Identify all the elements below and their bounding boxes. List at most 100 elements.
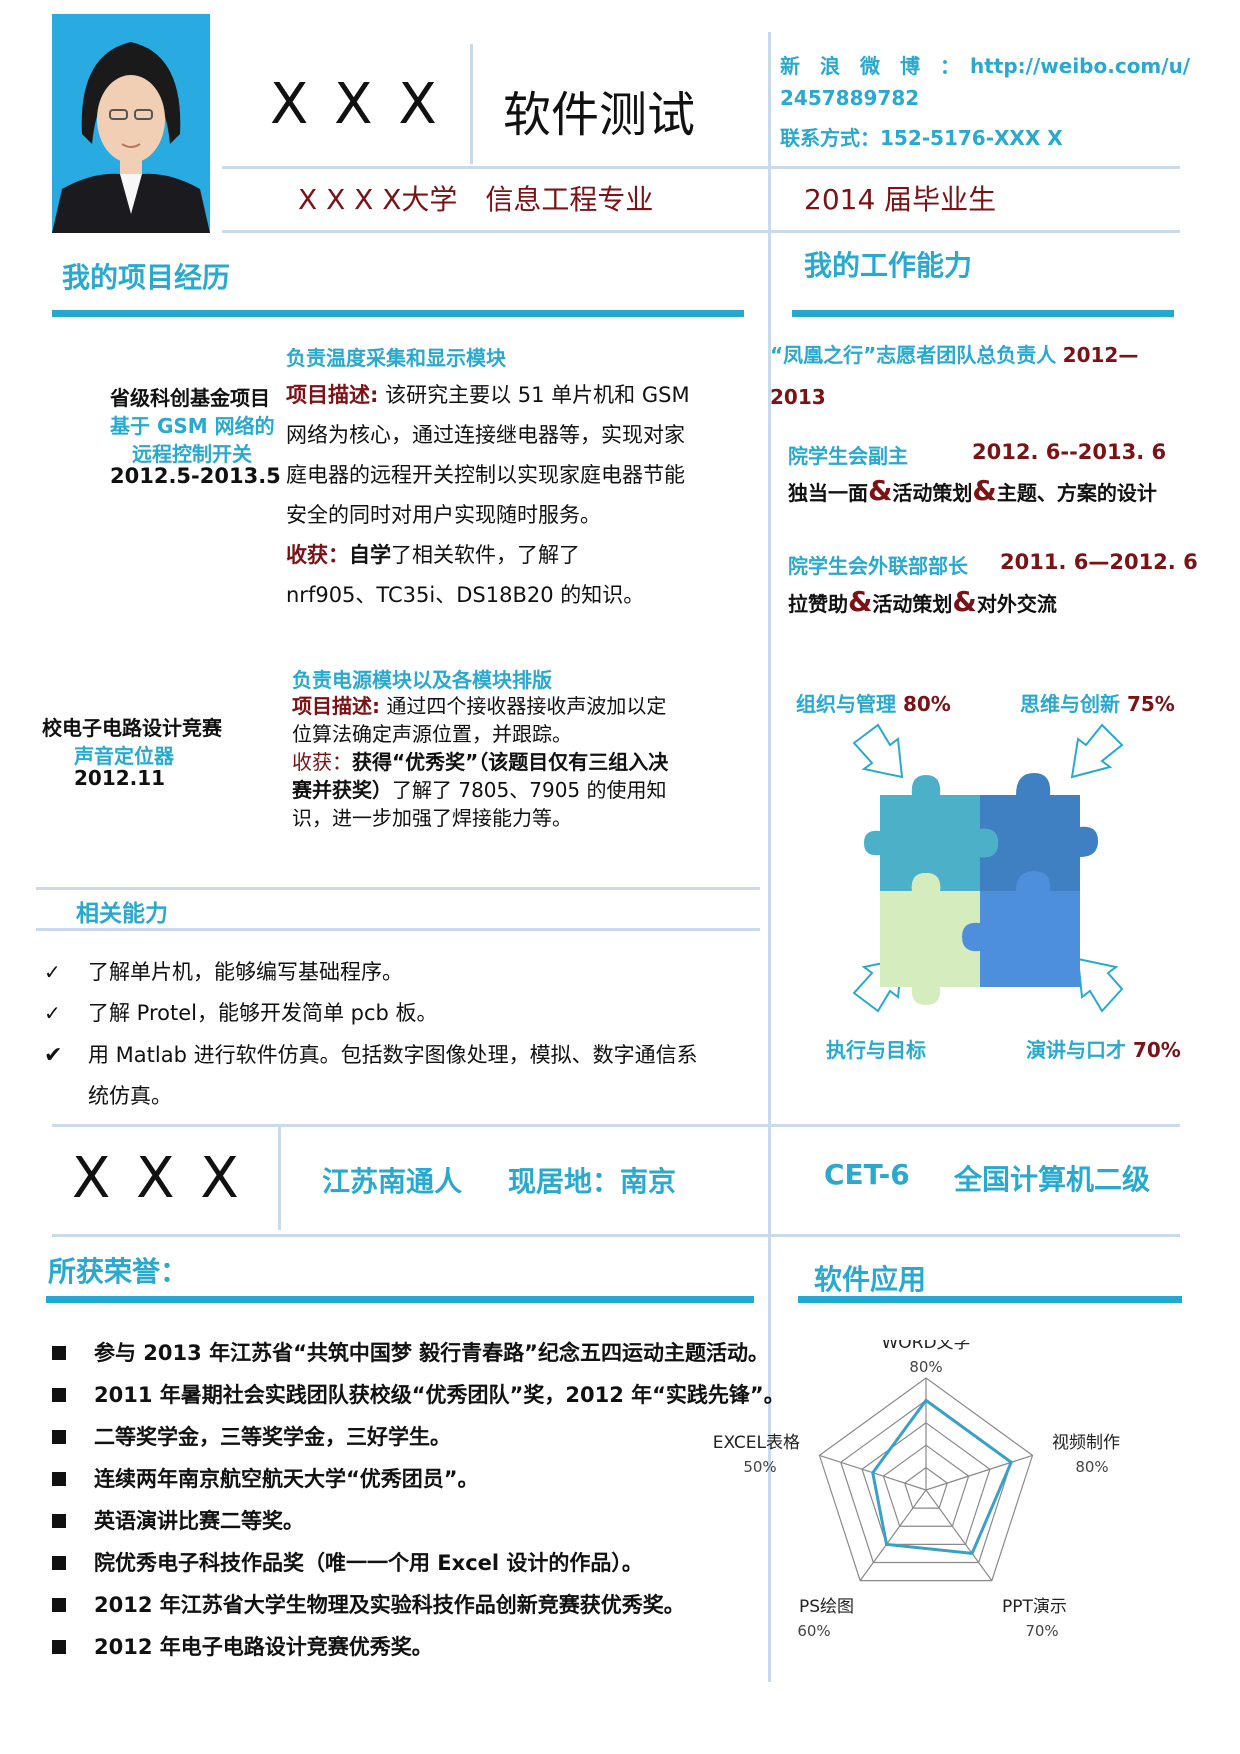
honor-text: 2012 年江苏省大学生物理及实验科技作品创新竞赛获优秀奖。 xyxy=(94,1593,685,1617)
bullet-square-icon xyxy=(52,1388,66,1402)
p2-gain-line: 识，进一步加强了焊接能力等。 xyxy=(292,806,572,830)
check-icon: ✓ xyxy=(44,1001,61,1025)
radar-category-label: 视频制作 xyxy=(1052,1433,1120,1453)
p1-name1: 省级科创基金项目 xyxy=(110,386,270,410)
work-item2-date: 2012. 6--2013. 6 xyxy=(972,440,1167,464)
p1-gain-line: nrf905、TC35i、DS18B20 的知识。 xyxy=(286,583,645,607)
p2-name1: 校电子电路设计竞赛 xyxy=(42,716,222,740)
honor-item: 2012 年江苏省大学生物理及实验科技作品创新竞赛获优秀奖。 xyxy=(52,1584,774,1626)
software-title: 软件应用 xyxy=(814,1263,927,1296)
skill-item: 用 Matlab 进行软件仿真。包括数字图像处理，模拟、数字通信系 xyxy=(88,1043,698,1067)
honor-item: 英语演讲比赛二等奖。 xyxy=(52,1500,774,1542)
origin: 江苏南通人 xyxy=(322,1165,463,1198)
desc-part: 对外交流 xyxy=(976,592,1057,616)
puzzle-label-bl: 执行与目标 xyxy=(826,1038,926,1062)
divider xyxy=(36,887,760,890)
radar-value-label: 50% xyxy=(743,1458,776,1476)
honor-item: 二等奖学金，三等奖学金，三好学生。 xyxy=(52,1416,774,1458)
column-divider xyxy=(768,32,771,1682)
p1-gain-label: 收获： xyxy=(286,543,349,567)
divider xyxy=(278,1124,281,1230)
weibo-line: 新 浪 微 博 ： http://weibo.com/u/ xyxy=(780,54,1191,78)
honors-list: 参与 2013 年江苏省“共筑中国梦 毅行青春路”纪念五四运动主题活动。 201… xyxy=(52,1332,785,1668)
p1-gain-bold: 自学 xyxy=(349,543,391,567)
puzzle-piece-bl xyxy=(880,873,980,1005)
skills-title: 相关能力 xyxy=(76,901,168,927)
p1-name3: 远程控制开关 xyxy=(132,442,252,466)
divider xyxy=(222,166,1180,169)
desc-part: 独当一面 xyxy=(788,481,868,505)
p1-date: 2012.5-2013.5 xyxy=(110,464,281,488)
pct: 75% xyxy=(1126,692,1175,716)
honors-title: 所获荣誉： xyxy=(48,1255,189,1288)
radar-axis xyxy=(925,1454,1033,1491)
profile-photo xyxy=(52,14,210,233)
radar-axis xyxy=(925,1489,993,1581)
radar-grid-ring xyxy=(903,1466,949,1509)
cert-cet6: CET-6 xyxy=(824,1158,910,1191)
bullet-square-icon xyxy=(52,1430,66,1444)
divider xyxy=(52,1124,1180,1127)
phone: 联系方式：152-5176-XXX X xyxy=(780,126,1063,150)
radar-grid-ring xyxy=(818,1377,1034,1582)
pct: 70% xyxy=(1132,1038,1181,1062)
radar-value-label: 80% xyxy=(909,1358,942,1376)
honor-item: 院优秀电子科技作品奖（唯一一个用 Excel 设计的作品）。 xyxy=(52,1542,774,1584)
p2-name2: 声音定位器 xyxy=(74,744,174,768)
skill-item-cont: 统仿真。 xyxy=(88,1084,172,1108)
p1-desc-label: 项目描述: xyxy=(286,383,379,407)
bottom-name: X X X xyxy=(72,1146,243,1211)
bullet-square-icon xyxy=(52,1598,66,1612)
software-bar xyxy=(798,1296,1182,1303)
residence: 现居地：南京 xyxy=(508,1165,677,1198)
honors-bar xyxy=(46,1296,754,1303)
honor-text: 2012 年电子电路设计竞赛优秀奖。 xyxy=(94,1635,433,1659)
school-major: X X X X大学 信息工程专业 xyxy=(298,183,654,216)
p2-gain-label: 收获： xyxy=(292,750,352,774)
radar-value-label: 80% xyxy=(1075,1458,1108,1476)
radar-series-line xyxy=(871,1398,1014,1556)
weibo-id: 2457889782 xyxy=(780,86,920,110)
puzzle-label-tl: 组织与管理 80% xyxy=(796,688,951,717)
p2-description: 项目描述: 通过四个接收器接收声波加以定 位算法确定声源位置，并跟踪。 收获：获… xyxy=(292,692,732,832)
honor-text: 二等奖学金，三等奖学金，三好学生。 xyxy=(94,1425,451,1449)
divider xyxy=(52,1234,1180,1237)
radar-value-label: 60% xyxy=(797,1622,830,1640)
bullet-square-icon xyxy=(52,1556,66,1570)
amp: & xyxy=(848,585,873,618)
work-title: 我的工作能力 xyxy=(804,249,973,282)
amp: & xyxy=(952,585,977,618)
p1-desc-line: 网络为核心，通过连接继电器等，实现对家 xyxy=(286,423,685,447)
puzzle-piece-tr xyxy=(980,773,1098,891)
bullet-square-icon xyxy=(52,1640,66,1654)
header-name: X X X xyxy=(270,72,441,137)
p2-desc-line: 位算法确定声源位置，并跟踪。 xyxy=(292,722,572,746)
p1-desc-line: 庭电器的远程开关控制以实现家庭电器节能 xyxy=(286,463,685,487)
check-icon: ✓ xyxy=(44,960,61,984)
work-bar xyxy=(792,310,1174,317)
p2-desc-line: 通过四个接收器接收声波加以定 xyxy=(386,694,667,718)
puzzle-graphic xyxy=(852,723,1124,1013)
p1-desc-line: 该研究主要以 51 单片机和 GSM xyxy=(385,383,690,407)
work-item3-date: 2011. 6—2012. 6 xyxy=(1000,550,1198,574)
p1-gain-text: 了相关软件，了解了 xyxy=(391,543,580,567)
bullet-square-icon xyxy=(52,1514,66,1528)
radar-grid-ring xyxy=(882,1444,970,1527)
p2-gain-bold: 赛并获奖） xyxy=(292,778,392,802)
radar-value-label: 70% xyxy=(1025,1622,1058,1640)
amp: & xyxy=(972,474,997,507)
desc-part: 拉赞助 xyxy=(788,592,848,616)
p2-gain-text: 了解了 7805、7905 的使用知 xyxy=(392,778,667,802)
honor-text: 参与 2013 年江苏省“共筑中国梦 毅行青春路”纪念五四运动主题活动。 xyxy=(94,1341,769,1365)
work-item1: “凤凰之行”志愿者团队总负责人 2012— 2013 xyxy=(770,334,1190,418)
honor-item: 连续两年南京航空航天大学“优秀团员”。 xyxy=(52,1458,774,1500)
p2-gain-bold: 获得“优秀奖”（该题目仅有三组入决 xyxy=(352,750,669,774)
projects-bar xyxy=(52,310,744,317)
header-divider xyxy=(470,44,473,164)
desc-part: 主题、方案的设计 xyxy=(996,481,1157,505)
p2-role: 负责电源模块以及各模块排版 xyxy=(292,668,552,692)
honor-item: 2012 年电子电路设计竞赛优秀奖。 xyxy=(52,1626,774,1668)
work-item3-role: 院学生会外联部部长 xyxy=(788,554,968,578)
bullet-square-icon xyxy=(52,1472,66,1486)
radar-category-label: PS绘图 xyxy=(799,1597,854,1617)
